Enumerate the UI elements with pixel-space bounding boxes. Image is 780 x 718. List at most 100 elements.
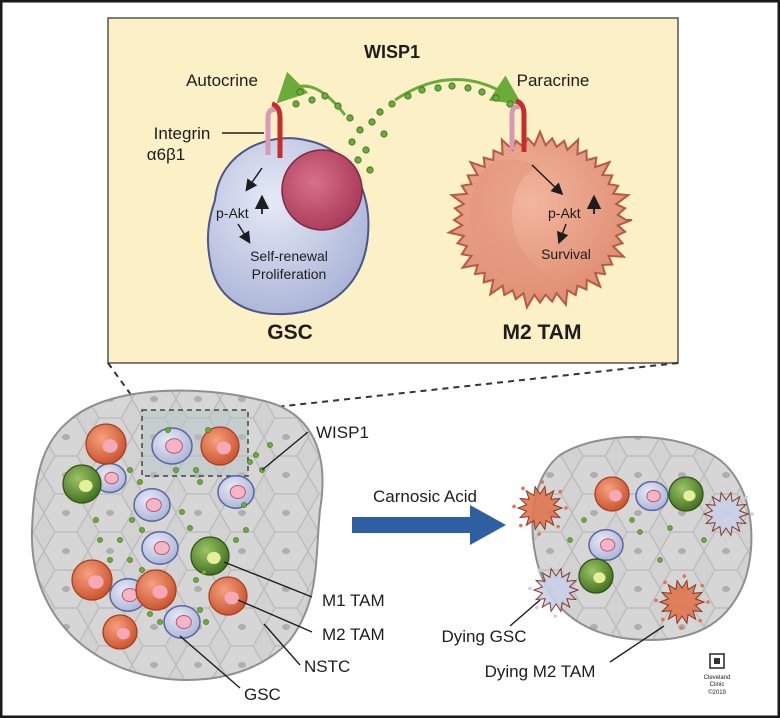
integrin-receptor-icon [265, 101, 283, 158]
wisp1-ligand-dots [292, 82, 514, 174]
wisp1-dot [478, 88, 486, 96]
debris [679, 626, 684, 630]
gsc-cell [93, 462, 127, 494]
debris [707, 492, 711, 497]
wisp1-dot [197, 607, 203, 613]
debris [519, 523, 523, 528]
tumor-mass [30, 389, 324, 681]
wisp1-dot [179, 509, 185, 515]
wisp1-dot [107, 557, 113, 563]
debris [726, 486, 731, 490]
wisp1-dot [376, 108, 384, 116]
wisp1-dot [187, 525, 193, 531]
dying-gsc [698, 486, 754, 542]
m2-nucleus [216, 441, 232, 455]
m2-tam-cell [85, 423, 127, 465]
debris [556, 524, 560, 529]
gsc-nucleus [229, 485, 246, 499]
wisp1-dot [657, 557, 663, 563]
dying-m2-tam [512, 480, 568, 536]
debris [663, 580, 667, 585]
paracrine-arrow [394, 75, 522, 105]
wisp1-dot [368, 118, 376, 126]
inset-panel: p-Akt Self-renewal Proliferation p-Akt S… [107, 17, 679, 364]
dying-gsc [528, 562, 584, 618]
m2-nucleus [224, 591, 240, 605]
gsc-nucleus [165, 438, 183, 454]
wisp1-dot [129, 517, 135, 523]
integrin-label-line2: α6β1 [147, 145, 186, 164]
debris [556, 562, 561, 566]
treated-tumor [512, 435, 754, 642]
wisp1-dot [448, 82, 456, 90]
m1-nucleus [683, 490, 696, 502]
gsc-nucleus [281, 149, 363, 231]
debris [558, 489, 562, 494]
debris [580, 588, 584, 592]
gsc-nucleus [646, 489, 661, 503]
dying-m2-tam [654, 574, 710, 630]
tam-effect-line1: Survival [541, 246, 591, 262]
wisp1-dot [139, 527, 145, 533]
wisp1-dot [97, 537, 103, 543]
wisp1-dot [137, 479, 143, 485]
m2-tam-cell [71, 559, 113, 601]
logo-line3: ©2019 [708, 689, 726, 696]
inset-tam-cell: p-Akt Survival [446, 98, 633, 311]
wisp1-dot [193, 577, 199, 583]
wisp1-dot [581, 517, 587, 523]
gsc-signal-label: p-Akt [216, 205, 249, 221]
debris [705, 529, 709, 534]
signal-arrow [245, 167, 263, 192]
wisp1-dot [629, 517, 635, 523]
debris [700, 583, 704, 588]
wisp1-dot [388, 100, 396, 108]
wisp1-dot [506, 100, 514, 108]
m2-tam-cell [102, 614, 138, 650]
wisp1-dot [247, 459, 253, 465]
wisp1-dot [380, 130, 388, 138]
m2-nucleus [152, 585, 168, 599]
debris [698, 618, 702, 623]
treatment-label: Carnosic Acid [373, 487, 477, 506]
wisp1-dot [418, 86, 426, 94]
m1-tam-cell [190, 536, 230, 576]
treatment-arrow [352, 505, 506, 545]
integrin-label-line1: Integrin [154, 124, 211, 143]
debris [553, 614, 558, 618]
debris [698, 510, 702, 515]
wisp1-dot [567, 537, 573, 543]
leader-lines [509, 599, 665, 663]
debris [706, 600, 710, 604]
wisp1-dot [354, 156, 362, 164]
gsc-cell [163, 605, 201, 639]
wisp1-dot [464, 84, 472, 92]
nstc-label: NSTC [304, 657, 350, 676]
gsc-name: GSC [267, 321, 313, 344]
m2-tam-cell [594, 476, 630, 512]
m2-tam-cell [200, 426, 240, 466]
gsc-cell [635, 480, 669, 512]
wisp1-inset-label: WISP1 [364, 42, 420, 62]
m2-nucleus [102, 439, 118, 453]
wisp1-dot [233, 537, 239, 543]
gsc-effect-line1: Self-renewal [250, 248, 328, 264]
gsc-cell [141, 531, 179, 565]
gsc-effect-line2: Proliferation [252, 266, 327, 282]
wisp1-ligand-dots [567, 517, 707, 563]
inset-gsc-cell: p-Akt Self-renewal Proliferation [206, 101, 370, 316]
wisp1-dot [147, 611, 153, 617]
gsc-cell [133, 488, 171, 522]
m1-tam-cell [668, 476, 704, 512]
debris [572, 606, 576, 611]
autocrine-label: Autocrine [186, 71, 258, 90]
wisp1-dot [348, 138, 356, 146]
wisp1-ligand-dots [93, 427, 273, 625]
wisp1-dot [93, 517, 99, 523]
effect-arrow [557, 223, 569, 245]
wisp1-dot [637, 529, 643, 535]
dying-gsc-label: Dying GSC [441, 627, 526, 646]
paracrine-label: Paracrine [517, 71, 590, 90]
